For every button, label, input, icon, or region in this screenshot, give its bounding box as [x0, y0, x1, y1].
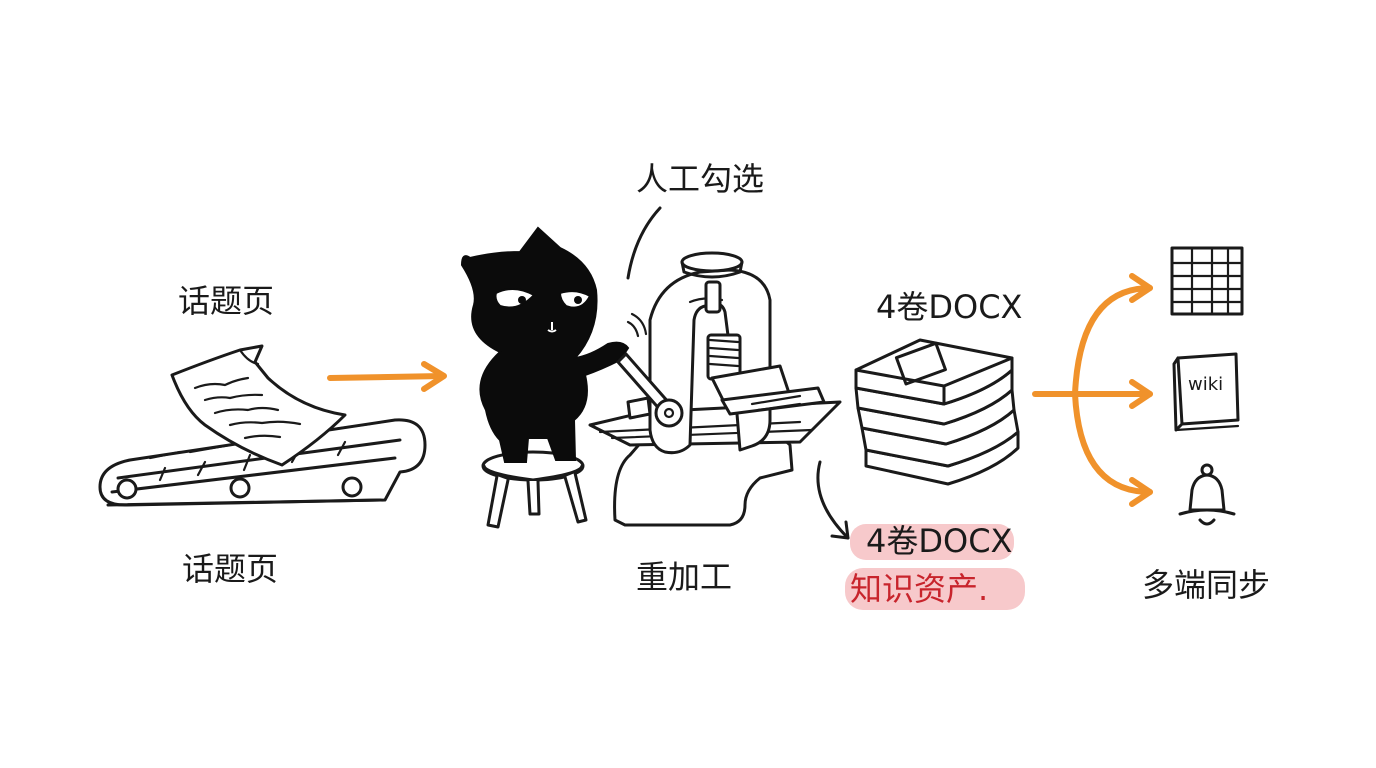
stool-icon [481, 450, 588, 529]
book-stack-icon [854, 338, 1020, 486]
docx-label-highlight: 4卷DOCX [866, 522, 1012, 560]
topic-page-label-top: 话题页 [178, 282, 274, 320]
docx-label-top: 4卷DOCX [876, 288, 1022, 326]
manual-select-label: 人工勾选 [636, 160, 764, 198]
flow-arrow-1 [327, 361, 447, 392]
topic-page-label-bottom: 话题页 [182, 550, 278, 588]
press-machine-icon [588, 251, 842, 527]
cat-icon [460, 226, 648, 463]
knowledge-asset-label: 知识资产. [850, 570, 988, 608]
spreadsheet-icon [1170, 246, 1244, 316]
bell-icon [1178, 463, 1236, 526]
reprocess-label: 重加工 [636, 558, 732, 596]
conveyor-belt-icon [98, 418, 427, 507]
knowledge-asset-highlight: 4卷DOCX 知识资产. [845, 522, 1025, 610]
paper-icon [170, 344, 347, 467]
curved-down-arrow [816, 460, 850, 540]
wiki-book-icon: wiki [1172, 352, 1240, 432]
fork-arrows [1032, 273, 1153, 507]
multi-sync-label: 多端同步 [1142, 566, 1270, 604]
speech-line [626, 206, 662, 280]
wiki-label: wiki [1188, 374, 1223, 395]
